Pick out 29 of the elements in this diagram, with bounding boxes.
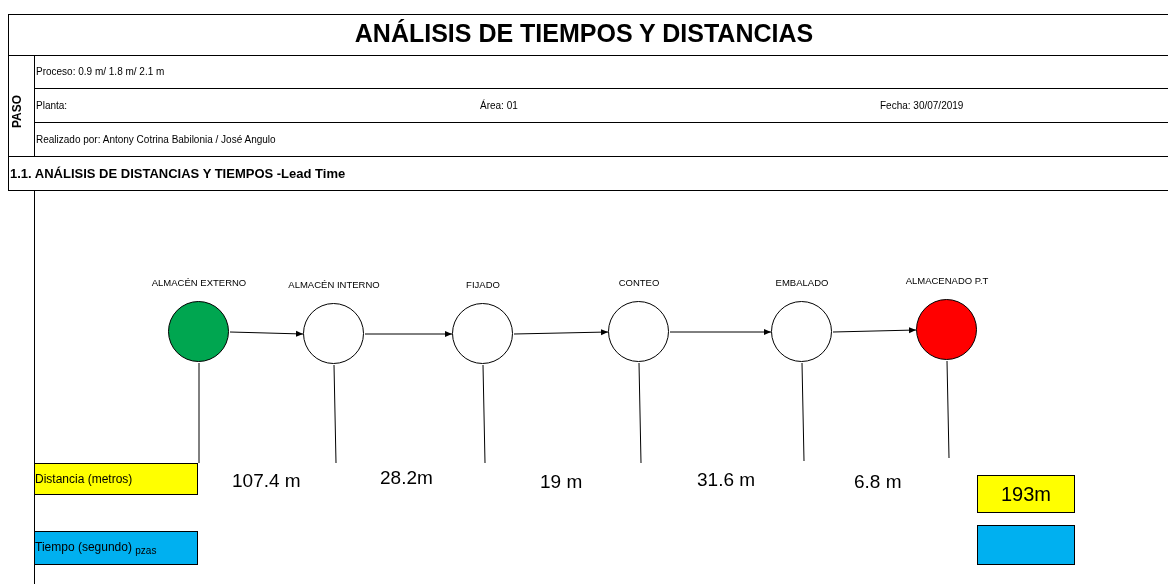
arrow (832, 327, 917, 334)
step-label: FIJADO (465, 279, 501, 290)
legend-box: Distancia (metros) (34, 463, 198, 495)
form-field-text: Realizado por: Antony Cotrina Babilonia / José Angulo (36, 134, 276, 145)
total-box: 193m (977, 475, 1075, 513)
distance-value: 28.2m (380, 467, 433, 489)
distance-value: 6.8 m (854, 471, 902, 493)
arrow (364, 331, 453, 337)
step-label: ALMACÉN EXTERNO (150, 277, 248, 288)
step-label: EMBALADO (774, 277, 830, 288)
arrow (229, 330, 304, 337)
form-field-text: Área: 01 (480, 100, 518, 111)
legend-box: Tiempo (segundo) $_{pzas}$ (34, 531, 198, 565)
vertical-heading: PASO (10, 94, 24, 128)
arrow (513, 329, 609, 336)
arrow (669, 329, 772, 335)
form-field-text: Fecha: 30/07/2019 (880, 100, 964, 111)
distance-value: 31.6 m (697, 469, 756, 491)
diagram-title: ANÁLISIS DE TIEMPOS Y DISTANCIAS (353, 19, 815, 48)
connector-line (198, 362, 200, 464)
form-field-text: Proceso: 0.9 m/ 1.8 m/ 2.1 m (36, 66, 165, 77)
distance-value: 19 m (540, 471, 583, 493)
step-label: CONTEO (617, 277, 661, 288)
distance-value: 107.4 m (232, 470, 301, 492)
step-label: ALMACÉN INTERNO (287, 279, 381, 290)
empty-box (977, 525, 1075, 565)
form-field-text: Planta: (36, 100, 68, 111)
section-heading: 1.1. ANÁLISIS DE DISTANCIAS Y TIEMPOS -Lead Time (10, 166, 346, 181)
step-label: ALMACENADO P.T (904, 275, 990, 286)
